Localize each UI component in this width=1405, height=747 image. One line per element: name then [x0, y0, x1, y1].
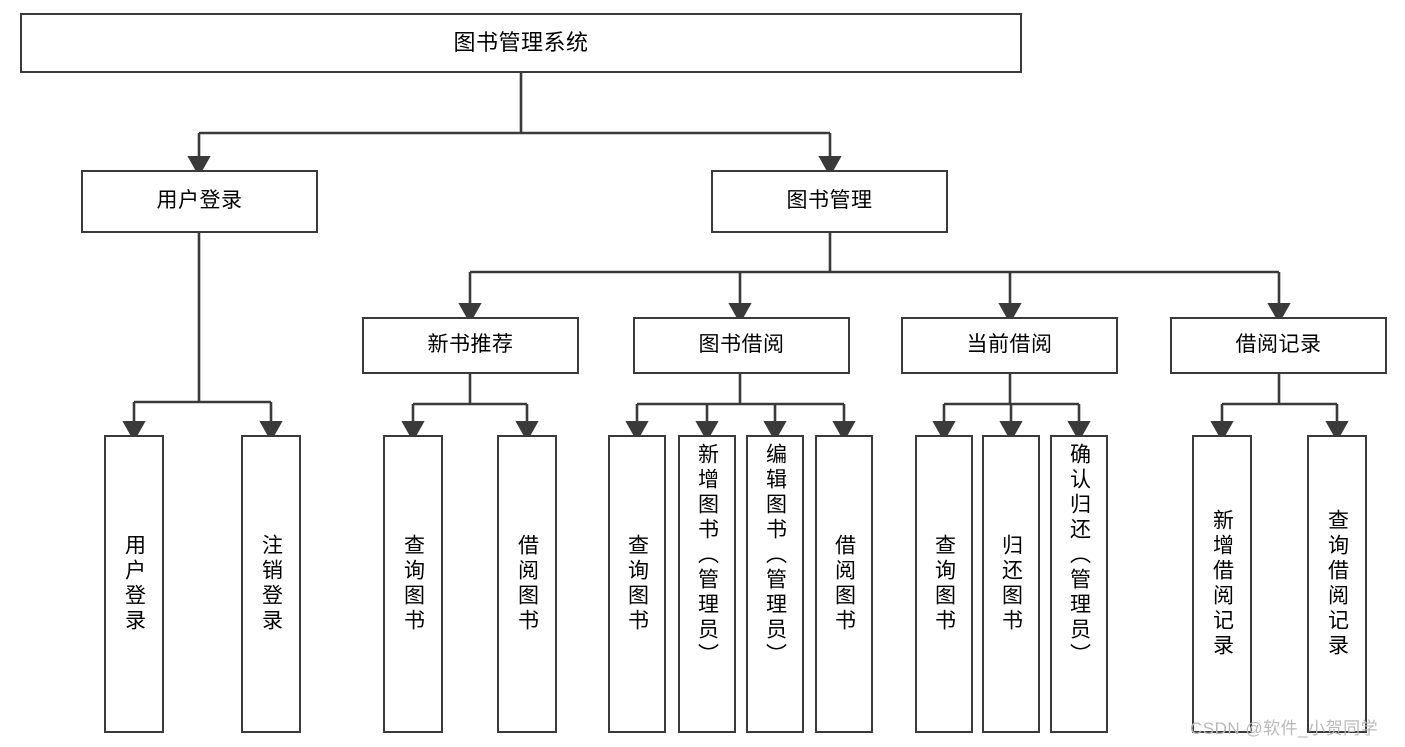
node-root-system[interactable]: 图书管理系统 [20, 13, 1022, 73]
node-current-borrow[interactable]: 当前借阅 [901, 317, 1118, 374]
node-label: 图书管理系统 [453, 30, 589, 56]
node-label: 图书管理 [786, 189, 873, 213]
node-label: 新书推荐 [427, 333, 514, 357]
leaf-borrow-book-1[interactable]: 借阅图书 [497, 435, 557, 733]
node-label: 查询图书 [401, 534, 425, 634]
node-label: 确认归还（管理员） [1067, 443, 1091, 668]
node-new-book-recommend[interactable]: 新书推荐 [362, 317, 579, 374]
node-label: 查询图书 [932, 534, 956, 634]
leaf-borrow-book-2[interactable]: 借阅图书 [815, 435, 873, 733]
node-label: 用户登录 [156, 189, 243, 213]
leaf-confirm-return[interactable]: 确认归还（管理员） [1050, 435, 1108, 733]
node-label: 借阅图书 [832, 534, 856, 634]
node-label: 用户登录 [122, 534, 146, 634]
node-label: 编辑图书（管理员） [763, 443, 787, 668]
node-label: 新增借阅记录 [1210, 509, 1234, 659]
node-book-borrow[interactable]: 图书借阅 [633, 317, 850, 374]
csdn-watermark: CSDN @软件_小贺同学 [1190, 719, 1379, 738]
leaf-add-record[interactable]: 新增借阅记录 [1192, 435, 1252, 733]
node-label: 借阅图书 [515, 534, 539, 634]
node-user-login[interactable]: 用户登录 [81, 170, 318, 233]
node-label: 查询图书 [625, 534, 649, 634]
node-book-manage[interactable]: 图书管理 [711, 170, 948, 233]
leaf-edit-book[interactable]: 编辑图书（管理员） [746, 435, 804, 733]
node-label: 注销登录 [259, 534, 283, 634]
leaf-user-login[interactable]: 用户登录 [104, 435, 164, 733]
node-label: 图书借阅 [698, 333, 785, 357]
node-label: 借阅记录 [1235, 333, 1322, 357]
leaf-query-book-3[interactable]: 查询图书 [915, 435, 973, 733]
leaf-query-record[interactable]: 查询借阅记录 [1307, 435, 1367, 733]
node-label: 当前借阅 [966, 333, 1053, 357]
leaf-logout-login[interactable]: 注销登录 [241, 435, 301, 733]
leaf-query-book-2[interactable]: 查询图书 [608, 435, 666, 733]
leaf-return-book[interactable]: 归还图书 [982, 435, 1040, 733]
node-label: 新增图书（管理员） [695, 443, 719, 668]
node-label: 查询借阅记录 [1325, 509, 1349, 659]
node-borrow-record[interactable]: 借阅记录 [1170, 317, 1387, 374]
leaf-query-book-1[interactable]: 查询图书 [383, 435, 443, 733]
node-label: 归还图书 [999, 534, 1023, 634]
leaf-add-book[interactable]: 新增图书（管理员） [678, 435, 736, 733]
